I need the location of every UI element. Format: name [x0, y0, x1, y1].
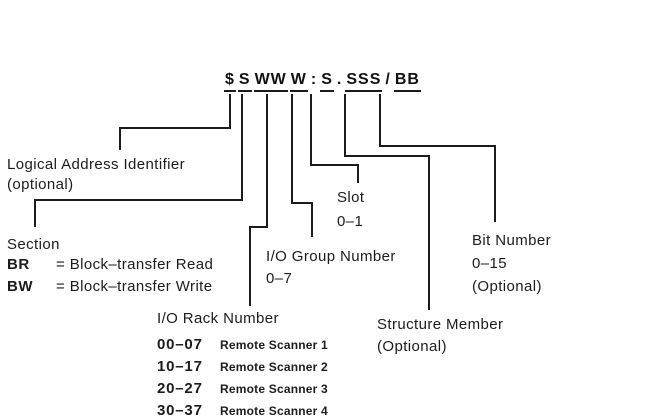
- segment-slot: S: [320, 70, 334, 92]
- callout-slot: Slot 0–1: [337, 186, 364, 234]
- delimiter-slash: /: [385, 71, 391, 88]
- callout-structure-member: Structure Member (Optional): [377, 314, 503, 358]
- connector-logical-address-v2: [119, 127, 121, 150]
- segment-section: S: [237, 70, 252, 92]
- section-title: Section: [7, 236, 60, 253]
- connector-section-h: [34, 199, 243, 201]
- bit-number-note: (Optional): [472, 278, 542, 295]
- segment-logical-address-identifier: $: [224, 70, 236, 92]
- delimiter-colon: :: [310, 71, 318, 88]
- connector-io-group-v2: [311, 202, 313, 237]
- logical-address-note: (optional): [7, 176, 74, 193]
- connector-io-rack-v2: [249, 226, 251, 306]
- io-rack-range-1: 00–07: [157, 336, 203, 353]
- connector-slot-v1: [310, 94, 312, 166]
- segment-io-rack-number: WW: [253, 70, 288, 92]
- bit-number-range: 0–15: [472, 255, 507, 272]
- slot-title: Slot: [337, 189, 365, 206]
- connector-section-v1: [241, 94, 243, 201]
- io-group-title: I/O Group Number: [266, 248, 396, 265]
- connector-bit-number-h: [379, 145, 496, 147]
- connector-slot-h: [310, 164, 359, 166]
- connector-io-rack-v1: [266, 94, 268, 228]
- io-rack-title: I/O Rack Number: [157, 310, 279, 327]
- segment-structure-member: SSS: [345, 70, 383, 92]
- connector-bit-number-v1: [379, 94, 381, 147]
- connector-structure-member-v1: [344, 94, 346, 157]
- callout-io-group: I/O Group Number 0–7: [266, 246, 396, 290]
- io-rack-scanner-3: Remote Scanner 3: [220, 382, 328, 396]
- section-meaning-br: = Block–transfer Read: [56, 256, 214, 273]
- io-rack-range-3: 20–27: [157, 380, 203, 397]
- bit-number-title: Bit Number: [472, 232, 552, 249]
- callout-logical-address: Logical Address Identifier (optional): [7, 155, 185, 195]
- connector-io-group-h: [291, 202, 313, 204]
- section-option-br: BR = Block–transfer Read: [7, 256, 213, 273]
- segment-bit-number: BB: [393, 70, 421, 92]
- io-rack-range-4: 30–37: [157, 402, 203, 418]
- io-rack-scanner-1: Remote Scanner 1: [220, 338, 328, 352]
- delimiter-period: .: [336, 71, 343, 88]
- connector-section-v2: [34, 199, 36, 227]
- section-code-bw: BW: [7, 278, 34, 295]
- connector-logical-address-v1: [229, 94, 231, 129]
- io-group-range: 0–7: [266, 270, 293, 287]
- connector-slot-v2: [357, 164, 359, 183]
- connector-logical-address-h: [119, 127, 231, 129]
- section-meaning-bw: = Block–transfer Write: [56, 278, 213, 295]
- io-rack-row-4: 30–37 Remote Scanner 4: [157, 402, 328, 418]
- io-rack-scanner-4: Remote Scanner 4: [220, 404, 328, 418]
- callout-bit-number: Bit Number 0–15 (Optional): [472, 229, 551, 298]
- structure-member-title: Structure Member: [377, 316, 504, 333]
- connector-io-rack-h: [249, 226, 268, 228]
- slot-range: 0–1: [337, 213, 364, 230]
- io-rack-scanner-2: Remote Scanner 2: [220, 360, 328, 374]
- connector-bit-number-v2: [494, 145, 496, 222]
- connector-structure-member-v2: [428, 155, 430, 310]
- io-rack-row-3: 20–27 Remote Scanner 3: [157, 380, 328, 397]
- structure-member-note: (Optional): [377, 338, 447, 355]
- section-code-br: BR: [7, 256, 30, 273]
- io-rack-row-1: 00–07 Remote Scanner 1: [157, 336, 328, 353]
- io-rack-range-2: 10–17: [157, 358, 203, 375]
- connector-structure-member-h: [344, 155, 430, 157]
- connector-io-group-v1: [291, 94, 293, 204]
- io-rack-row-2: 10–17 Remote Scanner 2: [157, 358, 328, 375]
- logical-address-title: Logical Address Identifier: [7, 156, 185, 173]
- segment-io-group-number: W: [289, 70, 308, 92]
- address-format-string: $ S WW W : S . SSS / BB: [224, 70, 421, 92]
- section-option-bw: BW = Block–transfer Write: [7, 278, 213, 295]
